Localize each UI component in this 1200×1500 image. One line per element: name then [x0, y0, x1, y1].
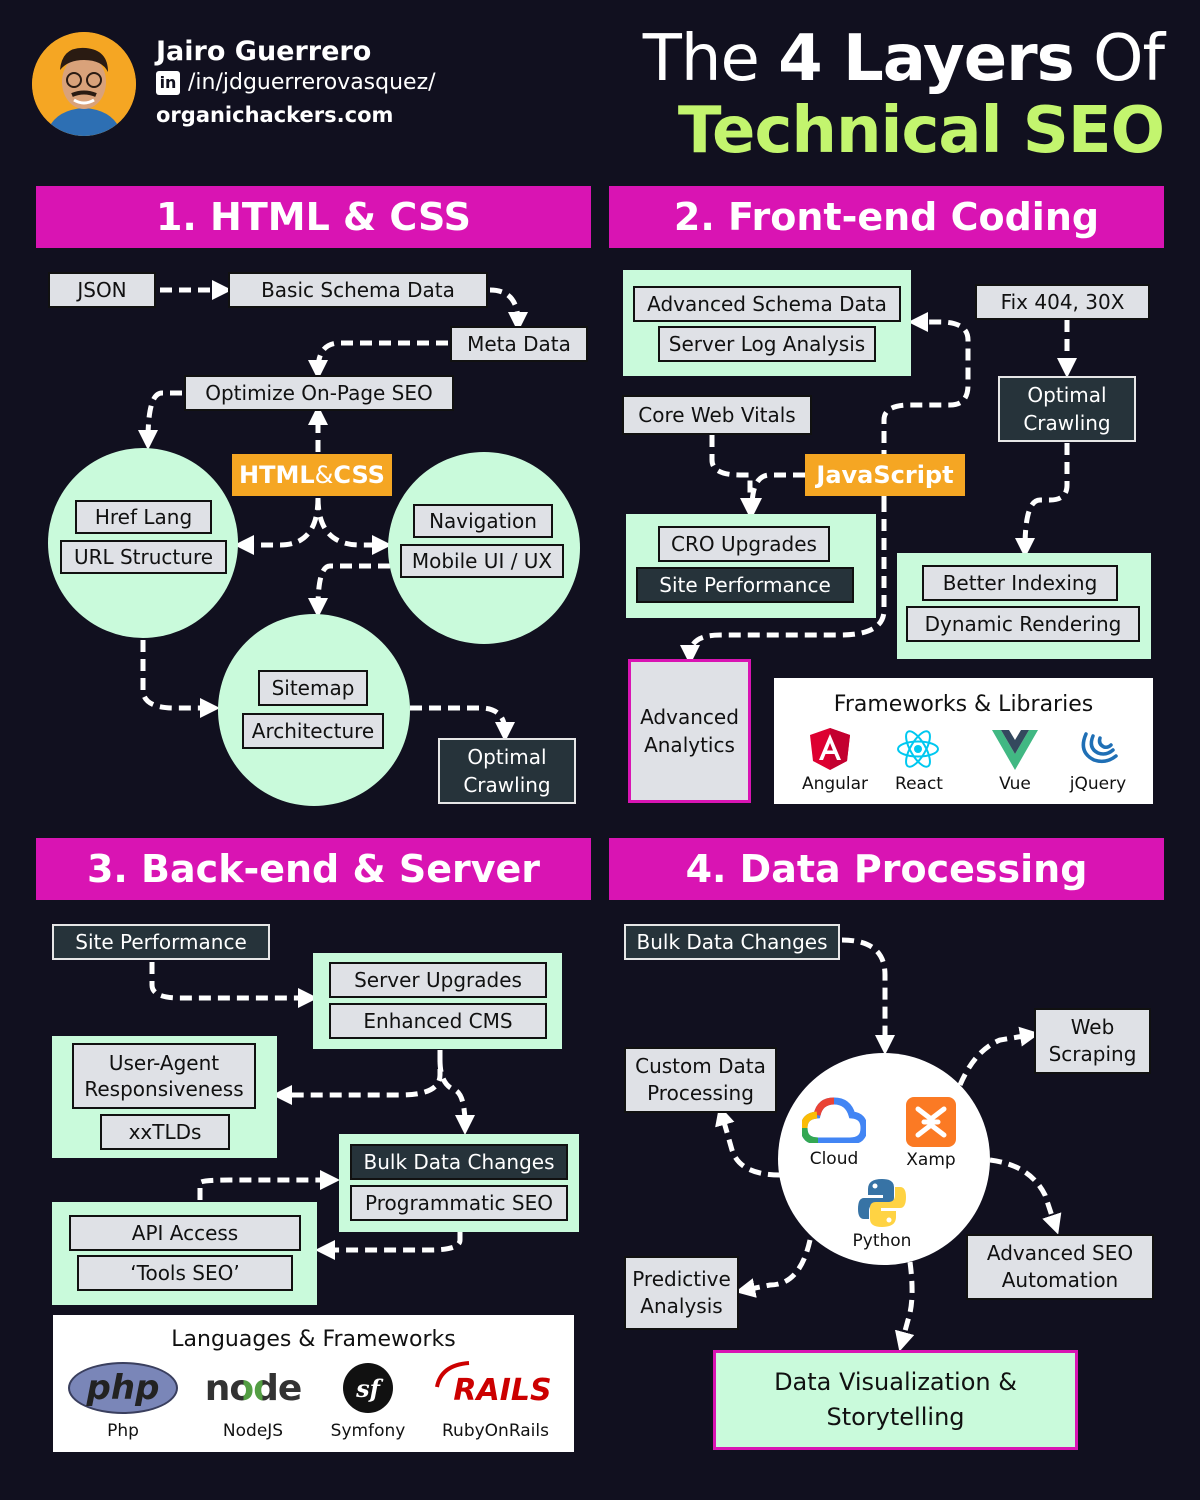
site-performance-node-2: Site Performance [52, 924, 270, 960]
server-upgrades-node: Server Upgrades [329, 962, 547, 998]
server-log-node: Server Log Analysis [658, 326, 876, 362]
section1-banner: 1. HTML & CSS [36, 186, 591, 248]
vue-icon [992, 730, 1038, 770]
jquery-icon [1081, 732, 1118, 764]
section2-banner: 2. Front-end Coding [609, 186, 1164, 248]
advanced-schema-node: Advanced Schema Data [633, 286, 901, 322]
programmatic-seo-node: Programmatic SEO [350, 1185, 568, 1221]
linkedin-handle[interactable]: in /in/jdguerrerovasquez/ [156, 70, 436, 95]
navigation-node: Navigation [413, 504, 553, 538]
tools-seo-node: ‘Tools SEO’ [77, 1255, 293, 1291]
cloud-label: Cloud [809, 1149, 859, 1169]
languages-panel: Languages & Frameworks php Php node Node… [53, 1315, 574, 1452]
react-icon [897, 730, 939, 768]
php-label: Php [107, 1421, 139, 1441]
frameworks-panel: Frameworks & Libraries Angular React Vue… [774, 678, 1153, 804]
bulk-data-node-1: Bulk Data Changes [350, 1144, 568, 1180]
mobile-ui-node: Mobile UI / UX [400, 544, 564, 578]
react-label: React [895, 774, 943, 794]
section4-banner: 4. Data Processing [609, 838, 1164, 900]
frameworks-title: Frameworks & Libraries [833, 692, 1094, 717]
angular-label: Angular [801, 774, 869, 794]
php-icon: php [68, 1362, 178, 1414]
optimize-onpage-node: Optimize On-Page SEO [184, 375, 454, 411]
better-indexing-node: Better Indexing [922, 565, 1118, 601]
api-access-node: API Access [69, 1215, 301, 1251]
bulk-data-node-2: Bulk Data Changes [624, 924, 840, 960]
section3-banner: 3. Back-end & Server [36, 838, 591, 900]
author-avatar [32, 32, 136, 136]
rails-icon: RAILS [453, 1373, 552, 1408]
fix-404-node: Fix 404, 30X [975, 284, 1150, 320]
linkedin-text: /in/jdguerrerovasquez/ [188, 70, 436, 95]
url-structure-node: URL Structure [60, 540, 227, 574]
rails-label: RubyOnRails [442, 1421, 549, 1441]
enhanced-cms-node: Enhanced CMS [329, 1003, 547, 1039]
href-lang-node: Href Lang [75, 500, 212, 534]
dynamic-rendering-node: Dynamic Rendering [906, 606, 1140, 642]
symfony-icon: sf [343, 1363, 393, 1413]
circle-sitemap-group [218, 614, 410, 806]
google-cloud-icon [802, 1097, 866, 1143]
rails-track-icon [435, 1361, 470, 1388]
basic-schema-node: Basic Schema Data [228, 272, 488, 308]
python-label: Python [852, 1231, 912, 1251]
tools-hub-circle: Cloud Xamp Python [778, 1053, 990, 1265]
page-title-line1: The 4 Layers Of [642, 22, 1165, 96]
website-link[interactable]: organichackers.com [156, 103, 394, 127]
html-css-tag: HTML & CSS [232, 454, 392, 496]
symfony-label: Symfony [330, 1421, 406, 1441]
nodejs-icon: node [204, 1368, 303, 1409]
linkedin-icon: in [156, 70, 180, 95]
data-visualization-node: Data Visualization &Storytelling [713, 1350, 1078, 1450]
json-node: JSON [48, 272, 156, 308]
cro-upgrades-node: CRO Upgrades [658, 526, 830, 562]
angular-icon [810, 728, 850, 770]
architecture-node: Architecture [242, 713, 384, 749]
site-performance-node-1: Site Performance [636, 567, 854, 603]
vue-label: Vue [999, 774, 1031, 794]
languages-title: Languages & Frameworks [171, 1327, 456, 1352]
xxtlds-node: xxTLDs [100, 1114, 230, 1150]
core-web-vitals-node: Core Web Vitals [622, 395, 812, 435]
author-name: Jairo Guerrero [156, 36, 372, 67]
nodejs-label: NodeJS [222, 1421, 284, 1441]
sitemap-node: Sitemap [258, 670, 368, 706]
xampp-icon [906, 1097, 956, 1147]
python-icon [858, 1179, 906, 1227]
page-title-line2: Technical SEO [677, 94, 1165, 168]
javascript-tag: JavaScript [805, 454, 965, 496]
xamp-label: Xamp [906, 1150, 956, 1170]
meta-data-node: Meta Data [450, 326, 588, 362]
jquery-label: jQuery [1069, 774, 1127, 794]
